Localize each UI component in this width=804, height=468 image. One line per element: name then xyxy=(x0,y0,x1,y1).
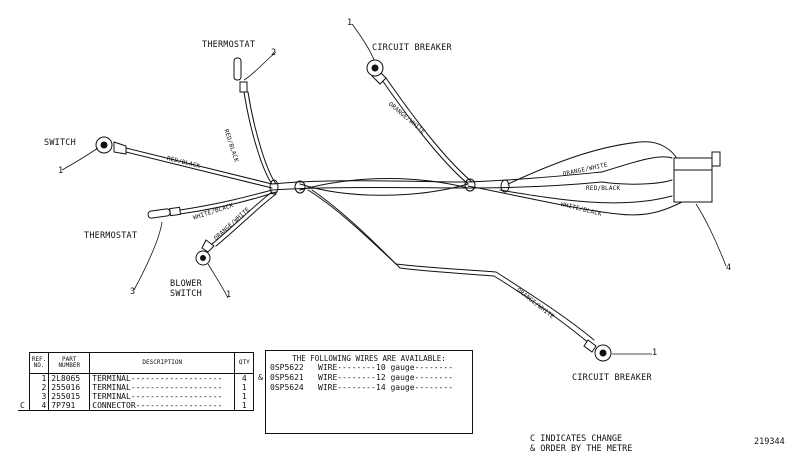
harness-trunk-lower xyxy=(271,181,603,191)
connector-4 xyxy=(673,157,713,203)
change-legend: C INDICATES CHANGE & ORDER BY THE METRE xyxy=(530,434,633,454)
wire-thermostat-left xyxy=(179,189,273,211)
col-ref: REF. NO. xyxy=(28,352,50,374)
wire-cb-top xyxy=(381,79,469,185)
harness-trunk xyxy=(271,171,603,185)
table-row: 1 2L8065 TERMINAL------------------- 4 xyxy=(18,373,255,383)
circuit-breaker-bottom-label: CIRCUIT BREAKER xyxy=(572,373,652,383)
callout-num-2: 2 xyxy=(271,48,277,58)
switch-label: SWITCH xyxy=(44,138,76,148)
circuit-breaker-top-label: CIRCUIT BREAKER xyxy=(372,43,452,53)
blower-switch-label: BLOWER SWITCH xyxy=(170,279,202,299)
list-item: 0SP5624 WIRE-------- 14 gauge-------- xyxy=(270,383,454,392)
wires-header: THE FOLLOWING WIRES ARE AVAILABLE: xyxy=(292,354,446,363)
table-row: 2 255016 TERMINAL------------------- 1 xyxy=(18,383,255,392)
col-description: DESCRIPTION xyxy=(89,352,236,374)
callout-num-1-switch: 1 xyxy=(58,166,64,176)
wire-blower xyxy=(211,191,273,245)
col-part-number: PART NUMBER xyxy=(48,352,91,374)
wire-label-red-black-connector: RED/BLACK xyxy=(586,185,621,192)
callout-num-4: 4 xyxy=(726,263,732,273)
col-qty: QTY xyxy=(234,352,255,374)
table-row: C 4 7P791 CONNECTOR------------------ 1 xyxy=(18,401,255,411)
callout-num-1-cb-top: 1 xyxy=(347,18,353,28)
callout-num-1-cb-bottom: 1 xyxy=(652,348,658,358)
available-wires-box: THE FOLLOWING WIRES ARE AVAILABLE: 0SP56… xyxy=(258,350,473,434)
callout-num-1-blower: 1 xyxy=(226,290,232,300)
callout-num-3: 3 xyxy=(130,287,136,297)
drawing-number: 219344 xyxy=(754,437,785,447)
list-item: & 0SP5621 WIRE-------- 12 gauge-------- xyxy=(258,373,454,382)
list-item: 0SP5622 WIRE-------- 10 gauge-------- xyxy=(270,363,454,372)
wire-thermostat-top xyxy=(243,91,273,185)
wire-switch xyxy=(125,147,273,185)
thermostat-top-label: THERMOSTAT xyxy=(202,40,256,50)
thermostat-left-label: THERMOSTAT xyxy=(84,231,138,241)
parts-list-table: REF. NO. PART NUMBER DESCRIPTION QTY 1 2… xyxy=(18,352,255,411)
wire-cb-bottom xyxy=(307,189,595,341)
table-row: 3 255015 TERMINAL------------------- 1 xyxy=(18,392,255,401)
thermostat-top-terminal xyxy=(233,57,242,81)
thermostat-left-terminal xyxy=(147,208,171,219)
